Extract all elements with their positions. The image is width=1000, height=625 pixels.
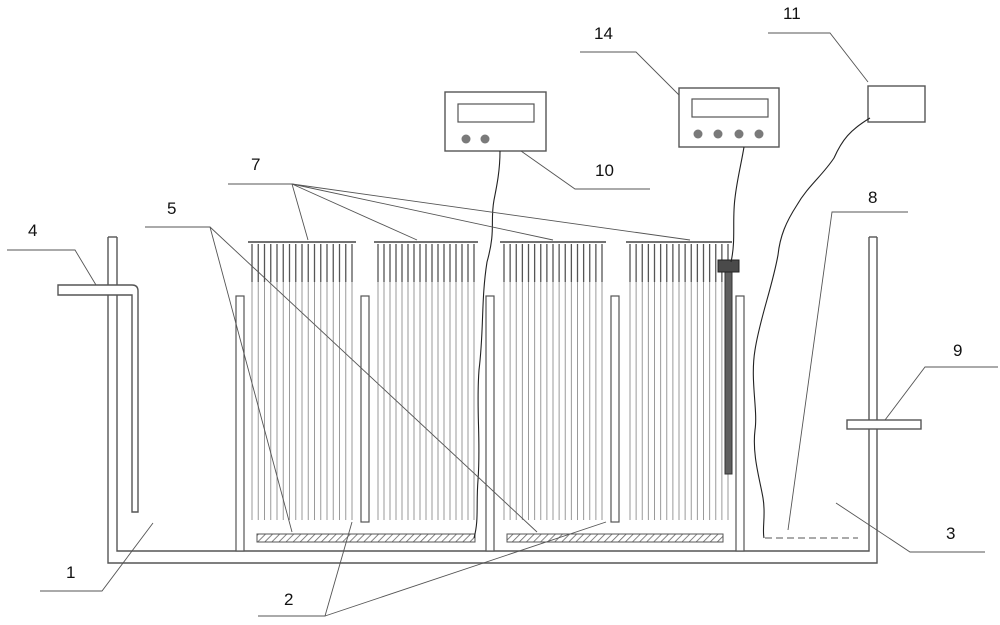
compartment-wall bbox=[235, 295, 245, 552]
leader-7d bbox=[291, 183, 691, 241]
meter-10 bbox=[444, 91, 547, 152]
leader-5b bbox=[209, 226, 538, 533]
leader-10 bbox=[520, 150, 650, 190]
label-7: 7 bbox=[251, 155, 260, 174]
meter-14 bbox=[678, 87, 780, 148]
aeration-plate-left bbox=[256, 533, 476, 543]
leader-2b bbox=[324, 521, 607, 617]
leader-14 bbox=[580, 51, 680, 96]
label-8: 8 bbox=[868, 188, 877, 207]
leader-7b bbox=[291, 183, 418, 241]
aeration-plates bbox=[256, 533, 724, 543]
label-2: 2 bbox=[284, 590, 293, 609]
meter-14-button bbox=[713, 129, 723, 139]
fiber-bundle bbox=[500, 241, 606, 520]
compartment-wall bbox=[610, 295, 620, 523]
meter-10-button bbox=[480, 134, 490, 144]
fiber-bundle bbox=[626, 241, 732, 520]
leader-lines bbox=[7, 32, 998, 617]
leader-4 bbox=[7, 249, 97, 286]
label-9: 9 bbox=[953, 341, 962, 360]
compartment-wall bbox=[360, 295, 370, 523]
label-3: 3 bbox=[946, 524, 955, 543]
leader-7a bbox=[291, 183, 309, 241]
leader-11 bbox=[768, 32, 869, 83]
compartment-wall bbox=[485, 295, 495, 552]
meter-14-button bbox=[754, 129, 764, 139]
meter-14-button bbox=[693, 129, 703, 139]
wires bbox=[473, 117, 871, 539]
fiber-bundle bbox=[374, 241, 478, 520]
meter-14-wire bbox=[730, 146, 745, 263]
label-4: 4 bbox=[28, 221, 37, 240]
controller-box-11 bbox=[867, 85, 926, 123]
meter-10-display bbox=[457, 103, 535, 123]
inlet-pipe-body bbox=[57, 284, 139, 513]
leader-9 bbox=[884, 366, 998, 421]
callout-labels: 1 2 3 4 5 7 8 9 10 11 14 bbox=[28, 4, 962, 609]
label-5: 5 bbox=[167, 199, 176, 218]
compartment-walls bbox=[235, 295, 745, 552]
meter-10-wire bbox=[473, 150, 501, 539]
inlet-pipe bbox=[57, 284, 139, 513]
compartment-wall bbox=[735, 295, 745, 552]
electrode-rod bbox=[724, 265, 733, 475]
electrode bbox=[717, 259, 740, 475]
leader-7c bbox=[291, 183, 554, 241]
electrode-cap bbox=[717, 259, 740, 273]
meter-10-button bbox=[461, 134, 471, 144]
label-1: 1 bbox=[66, 563, 75, 582]
label-11: 11 bbox=[783, 4, 801, 23]
box-11-wire bbox=[752, 117, 871, 539]
aeration-plate-right bbox=[506, 533, 724, 543]
outlet-pipe bbox=[846, 419, 922, 430]
leader-1 bbox=[40, 522, 154, 592]
label-10: 10 bbox=[595, 161, 614, 180]
meter-14-display bbox=[691, 98, 769, 118]
leader-8 bbox=[787, 211, 908, 531]
fiber-bundle bbox=[248, 241, 356, 520]
outlet-pipe-body bbox=[846, 419, 922, 430]
leader-3 bbox=[835, 502, 985, 553]
meter-14-button bbox=[734, 129, 744, 139]
label-14: 14 bbox=[594, 24, 613, 43]
